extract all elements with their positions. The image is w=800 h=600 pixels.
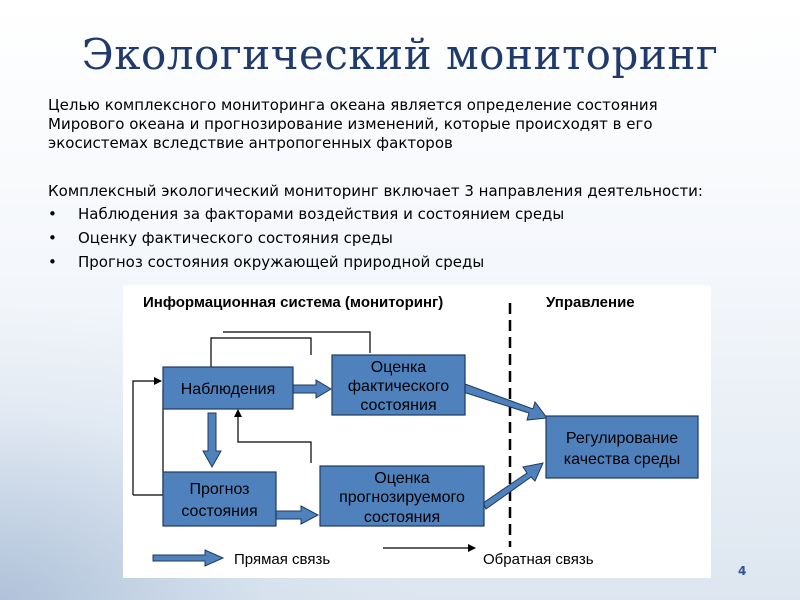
- feedback-arrow-from-actual-assessment: [207, 337, 312, 378]
- list-item: • Прогноз состояния окружающей природной …: [48, 253, 564, 277]
- box-forecast-assessment: Оценка прогнозируемого состояния: [319, 465, 485, 527]
- direct-arrow-forecast-assessment-to-regulation: [482, 462, 544, 510]
- goal-line-1: Целью комплексного мониторинга океана яв…: [48, 96, 658, 114]
- box-regulation: Регулирование качества среды: [545, 415, 699, 479]
- box-forecast: Прогноз состояния: [162, 471, 277, 527]
- bullet-icon: •: [48, 229, 57, 247]
- box-actual-assessment-line-3: состояния: [360, 397, 436, 414]
- direct-arrow-observation-to-assessment: [291, 379, 332, 399]
- list-item-label: Прогноз состояния окружающей природной с…: [78, 253, 485, 271]
- box-observation-label: Наблюдения: [181, 381, 276, 398]
- feedback-arrow-to-observation-left: [132, 377, 162, 495]
- list-item-label: Наблюдения за факторами воздействия и со…: [78, 205, 565, 223]
- box-forecast-line-2: состояния: [181, 503, 257, 520]
- legend-feedback-label: Обратная связь: [483, 551, 594, 568]
- box-regulation-line-1: Регулирование: [566, 430, 678, 447]
- goal-line-3: экосистемах вследствие антропогенных фак…: [48, 134, 453, 152]
- box-actual-assessment-line-1: Оценка: [371, 359, 427, 376]
- box-regulation-line-2: качества среды: [564, 451, 680, 468]
- direct-links: [152, 379, 548, 567]
- legend-direct-label: Прямая связь: [234, 551, 330, 568]
- feedback-arrow-from-forecast-assessment: [234, 409, 312, 463]
- direct-arrow-assessment-to-regulation: [462, 383, 548, 421]
- legend-direct-arrow: [152, 549, 225, 567]
- activity-list: • Наблюдения за факторами воздействия и с…: [48, 205, 564, 277]
- goal-line-2: Мирового океана и прогнозирование измене…: [48, 115, 653, 133]
- box-forecast-assessment-line-2: прогнозируемого: [339, 489, 465, 506]
- list-item: • Наблюдения за факторами воздействия и с…: [48, 205, 564, 229]
- box-actual-assessment: Оценка фактического состояния: [331, 354, 466, 416]
- slide-title: Экологический мониторинг: [81, 30, 719, 79]
- box-forecast-line-1: Прогноз: [189, 481, 249, 498]
- goal-paragraph: Целью комплексного мониторинга океана яв…: [48, 96, 768, 153]
- list-item: • Оценку фактического состояния среды: [48, 229, 564, 253]
- direct-arrow-observation-to-forecast: [202, 412, 222, 469]
- box-actual-assessment-line-2: фактического: [348, 378, 449, 395]
- page-number: 4: [738, 564, 747, 578]
- list-item-label: Оценку фактического состояния среды: [78, 229, 393, 247]
- monitoring-diagram: Информационная система (мониторинг) Упра…: [123, 285, 711, 578]
- header-information-system: Информационная система (мониторинг): [143, 294, 443, 311]
- diagram-canvas: Информационная система (мониторинг) Упра…: [132, 294, 699, 568]
- monitoring-intro: Комплексный экологический мониторинг вкл…: [48, 182, 703, 200]
- bullet-icon: •: [48, 205, 57, 223]
- box-forecast-assessment-line-1: Оценка: [374, 470, 430, 487]
- feedback-line-actual-top: [223, 331, 371, 353]
- direct-arrow-forecast-to-assessment: [275, 505, 320, 525]
- bullet-icon: •: [48, 253, 57, 271]
- feedback-line-forecast: [133, 389, 164, 496]
- box-observation: Наблюдения: [162, 366, 294, 410]
- header-management: Управление: [546, 294, 635, 311]
- box-forecast-assessment-line-3: состояния: [364, 509, 440, 526]
